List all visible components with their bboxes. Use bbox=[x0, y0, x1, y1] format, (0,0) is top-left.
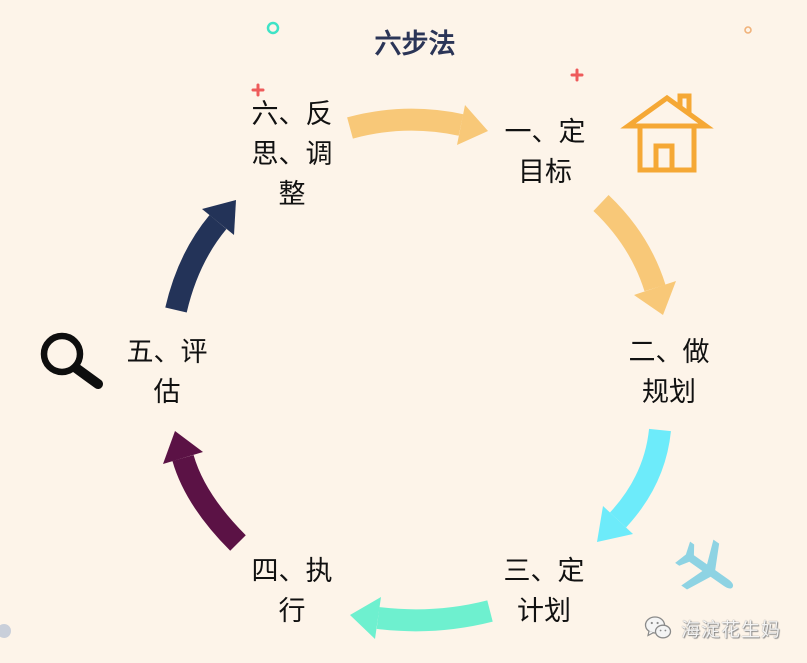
arrow-head bbox=[634, 281, 676, 315]
arrow-step1-to-step2 bbox=[593, 195, 676, 315]
watermark-text: 海淀花生妈 bbox=[681, 618, 782, 641]
step-line: 估 bbox=[153, 377, 181, 408]
arrow-step4-to-step5 bbox=[163, 431, 246, 551]
wechat-icon bbox=[644, 616, 672, 639]
red-plus-decoration bbox=[251, 83, 265, 97]
step-6-label: 六、反 思、调 整 bbox=[252, 95, 333, 215]
step-line: 目标 bbox=[518, 157, 572, 188]
diagram-title: 六步法 bbox=[374, 29, 456, 60]
step-5-label: 五、评 估 bbox=[127, 333, 208, 413]
step-line: 计划 bbox=[517, 596, 571, 627]
step-line: 三、定 bbox=[503, 556, 585, 587]
grey-dot-decoration bbox=[0, 624, 11, 638]
step-line: 行 bbox=[278, 596, 306, 627]
step-4-label: 四、执 行 bbox=[252, 552, 333, 632]
arrow-head bbox=[457, 105, 488, 145]
arrow-step2-to-step3 bbox=[597, 428, 671, 542]
magnifying-glass-icon bbox=[40, 332, 103, 389]
step-line: 思、调 bbox=[251, 139, 333, 170]
step-1-label: 一、定 目标 bbox=[505, 113, 586, 193]
arrow-body bbox=[593, 195, 666, 292]
arrow-head bbox=[202, 200, 236, 235]
step-line: 六、反 bbox=[251, 99, 333, 130]
arrow-step3-to-step4 bbox=[350, 597, 493, 639]
step-line: 整 bbox=[278, 179, 306, 210]
arrow-head bbox=[163, 431, 203, 464]
step-line: 规划 bbox=[642, 377, 696, 408]
arrow-head bbox=[350, 597, 381, 639]
step-line: 五、评 bbox=[126, 337, 208, 368]
arrow-body bbox=[609, 428, 671, 528]
arrow-body bbox=[172, 454, 246, 551]
step-line: 一、定 bbox=[504, 117, 586, 148]
arrow-head bbox=[597, 506, 633, 542]
house-icon bbox=[620, 93, 714, 173]
arrow-body bbox=[376, 600, 493, 632]
arrow-body bbox=[165, 214, 227, 313]
arrow-step5-to-step6 bbox=[165, 200, 236, 313]
arrow-step6-to-step1 bbox=[347, 105, 488, 145]
step-3-label: 三、定 计划 bbox=[504, 552, 585, 632]
airplane-icon bbox=[675, 539, 734, 590]
red-plus-decoration bbox=[570, 68, 584, 82]
step-2-label: 二、做 规划 bbox=[629, 333, 710, 413]
watermark: 海淀花生妈 bbox=[644, 614, 781, 642]
step-line: 四、执 bbox=[251, 556, 333, 587]
step-line: 二、做 bbox=[628, 337, 710, 368]
orange-ring-decoration bbox=[744, 26, 752, 34]
teal-ring-decoration bbox=[266, 21, 280, 35]
arrow-body bbox=[347, 108, 464, 139]
